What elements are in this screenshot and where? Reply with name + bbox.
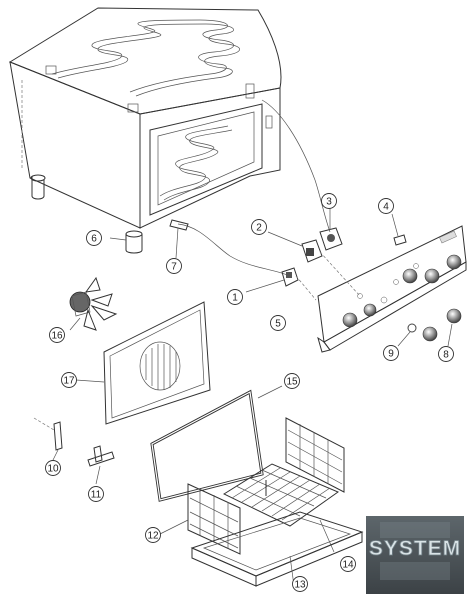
callout-number: 12 — [147, 531, 159, 542]
callout-number: 2 — [256, 223, 262, 234]
part-switch-2 — [267, 231, 323, 263]
callout-circle — [270, 315, 286, 331]
part-door-gasket — [150, 385, 283, 502]
callout-number: 15 — [286, 377, 298, 388]
callout-circle — [45, 460, 61, 476]
callout-15: 15 — [284, 373, 300, 389]
callout-number: 11 — [91, 490, 102, 501]
callout-number: 10 — [47, 464, 59, 475]
part-side-rack-right — [285, 417, 345, 493]
callout-number: 17 — [63, 376, 75, 387]
callout-6: 6 — [86, 230, 102, 246]
part-tray — [190, 511, 364, 587]
part-screw-4 — [391, 213, 407, 246]
callout-number: 1 — [232, 293, 238, 304]
callout-circle — [145, 527, 161, 543]
callout-3: 3 — [321, 193, 337, 209]
callout-circle — [166, 258, 182, 274]
callout-14: 14 — [340, 556, 356, 572]
logo-wordmark: SYSTEM — [369, 537, 461, 560]
callout-circle — [49, 327, 65, 343]
callout-7: 7 — [166, 258, 182, 274]
part-foot — [109, 230, 143, 254]
callout-8: 8 — [438, 346, 454, 362]
callout-11: 11 — [88, 486, 104, 502]
callout-circle — [438, 346, 454, 362]
part-hinge-11 — [87, 445, 115, 485]
oven-cabinet — [8, 7, 331, 277]
callout-13: 13 — [292, 576, 308, 592]
callout-number: 16 — [51, 331, 63, 342]
part-thermostat-3 — [319, 208, 343, 251]
callout-17: 17 — [61, 372, 77, 388]
callout-circle — [383, 345, 399, 361]
callout-4: 4 — [378, 198, 394, 214]
part-washer-9 — [397, 323, 417, 347]
control-panel — [295, 225, 467, 353]
part-knob-8 — [422, 308, 462, 347]
part-switch-1 — [245, 267, 299, 293]
callout-circle — [86, 230, 102, 246]
part-side-rack-left — [159, 483, 241, 555]
part-fan-cover — [75, 301, 211, 425]
callout-number: 9 — [388, 349, 394, 360]
callout-5: 5 — [270, 315, 286, 331]
callout-number: 4 — [383, 202, 389, 213]
part-fan-motor — [69, 276, 118, 331]
callout-circle — [284, 373, 300, 389]
callout-number: 5 — [275, 319, 281, 330]
callout-1: 1 — [227, 289, 243, 305]
system-logo: SYSTEM — [366, 516, 464, 594]
part-hinge-10 — [33, 417, 63, 463]
callout-number: 13 — [294, 580, 306, 591]
callout-circle — [292, 576, 308, 592]
part-element-bracket — [169, 219, 189, 259]
callout-circle — [61, 372, 77, 388]
callout-9: 9 — [383, 345, 399, 361]
callout-circle — [378, 198, 394, 214]
callout-circle — [227, 289, 243, 305]
callout-12: 12 — [145, 527, 161, 543]
callout-number: 7 — [171, 262, 177, 273]
callout-16: 16 — [49, 327, 65, 343]
callout-number: 3 — [326, 197, 332, 208]
part-wire-shelf — [222, 463, 340, 553]
callout-number: 6 — [91, 234, 97, 245]
callout-circle — [321, 193, 337, 209]
callout-10: 10 — [45, 460, 61, 476]
callout-circle — [340, 556, 356, 572]
callout-circle — [88, 486, 104, 502]
callout-number: 8 — [443, 350, 449, 361]
callout-number: 14 — [342, 560, 354, 571]
callout-2: 2 — [251, 219, 267, 235]
callout-circle — [251, 219, 267, 235]
